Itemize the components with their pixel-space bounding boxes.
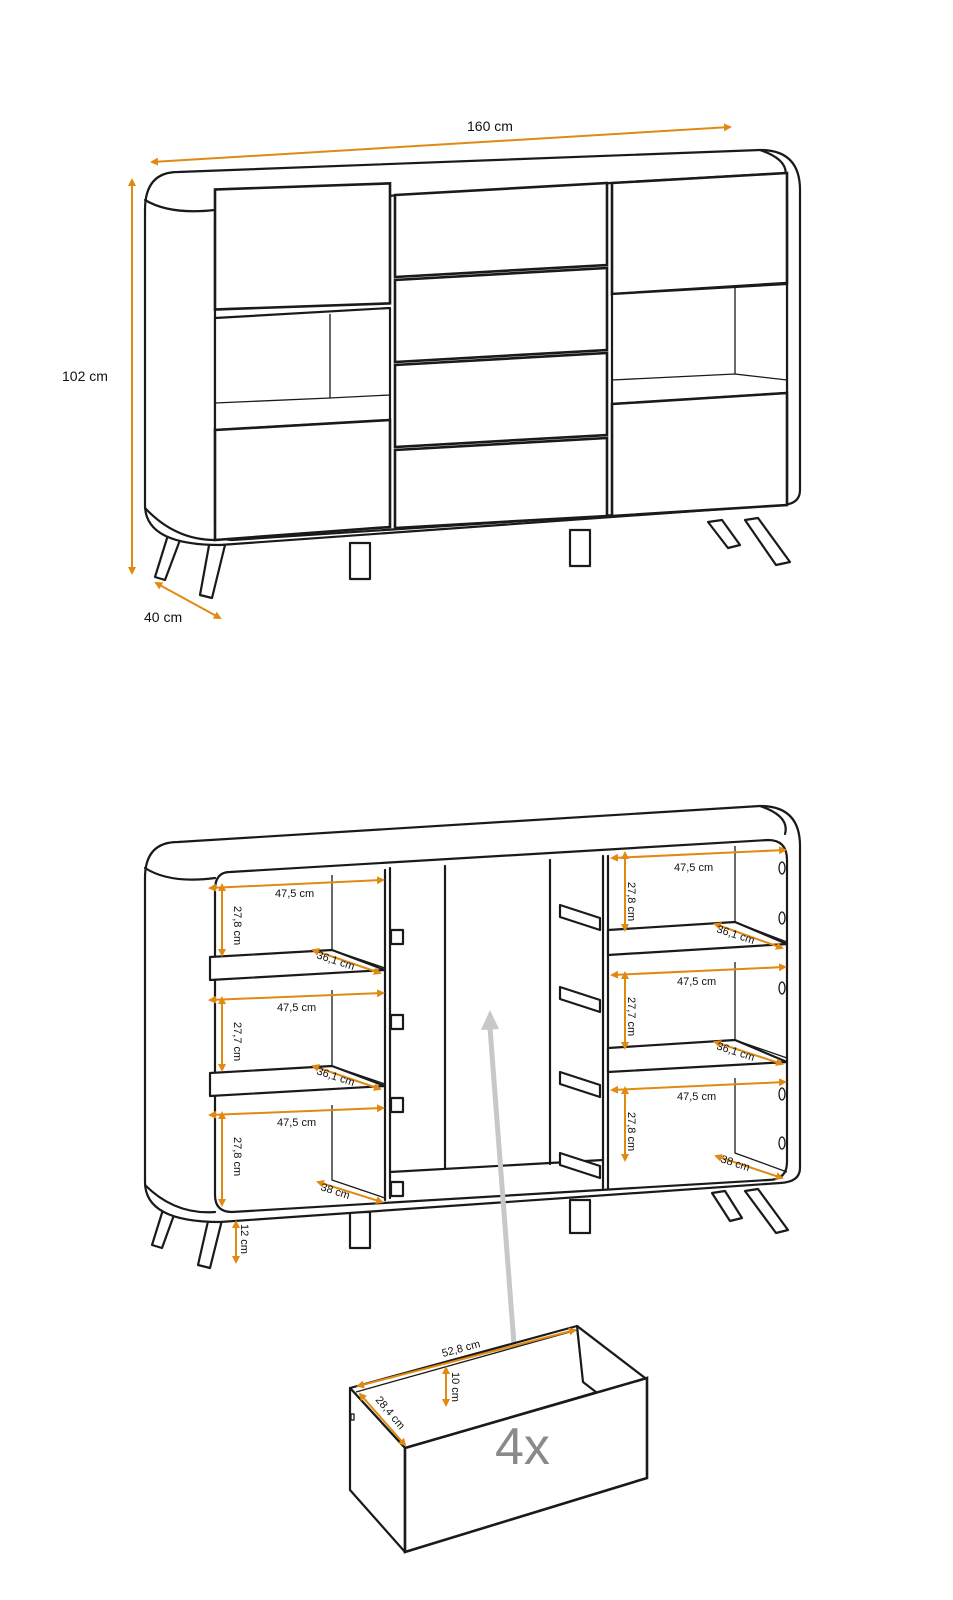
- sideboard-legs: [153, 516, 792, 600]
- drawer-width-line: [356, 1327, 577, 1389]
- depth-label: 40 cm: [144, 609, 182, 625]
- open-sideboard-drawing: 47,5 cm 27,8 cm 36,1 cm 47,5 cm 27,7 cm …: [143, 804, 802, 1270]
- width-dimension-line: [150, 123, 732, 166]
- drawer-height-label: 10 cm: [449, 1372, 461, 1402]
- leg-height-label: 12 cm: [238, 1224, 250, 1254]
- right-2-width: 47,5 cm: [677, 976, 716, 988]
- right-1-width-label: 47,5 cm: [674, 862, 713, 874]
- drawer-drawing: 52,8 cm 10 cm 28,4 cm 4x: [348, 1324, 649, 1554]
- left-2-width: 47,5 cm: [277, 1002, 316, 1014]
- right-1-height: 27,8 cm: [625, 882, 637, 921]
- left-1-height: 27,8 cm: [231, 906, 243, 945]
- center-compartment: [388, 854, 605, 1200]
- depth-dimension-line: [154, 582, 222, 619]
- left-3-height: 27,8 cm: [231, 1137, 243, 1176]
- right-2-height: 27,7 cm: [625, 997, 637, 1036]
- drawer-depth-line: [358, 1392, 407, 1447]
- left-1-width: 47,5 cm: [275, 888, 314, 900]
- right-column-dimensions: 47,5 cm 27,8 cm 36,1 cm 47,5 cm 27,7 cm …: [610, 846, 787, 1180]
- right-3-width: 47,5 cm: [677, 1091, 716, 1103]
- left-2-height: 27,7 cm: [231, 1022, 243, 1061]
- drawer-runners-right: [558, 903, 602, 1180]
- height-label: 102 cm: [62, 368, 108, 384]
- left-3-width: 47,5 cm: [277, 1117, 316, 1129]
- drawer-quantity-label: 4x: [495, 1418, 550, 1476]
- drawer-runners-left: [389, 928, 405, 1198]
- right-3-height: 27,8 cm: [625, 1112, 637, 1151]
- closed-sideboard-drawing: 160 cm 102 cm 40 cm: [62, 118, 802, 625]
- width-label: 160 cm: [467, 118, 513, 134]
